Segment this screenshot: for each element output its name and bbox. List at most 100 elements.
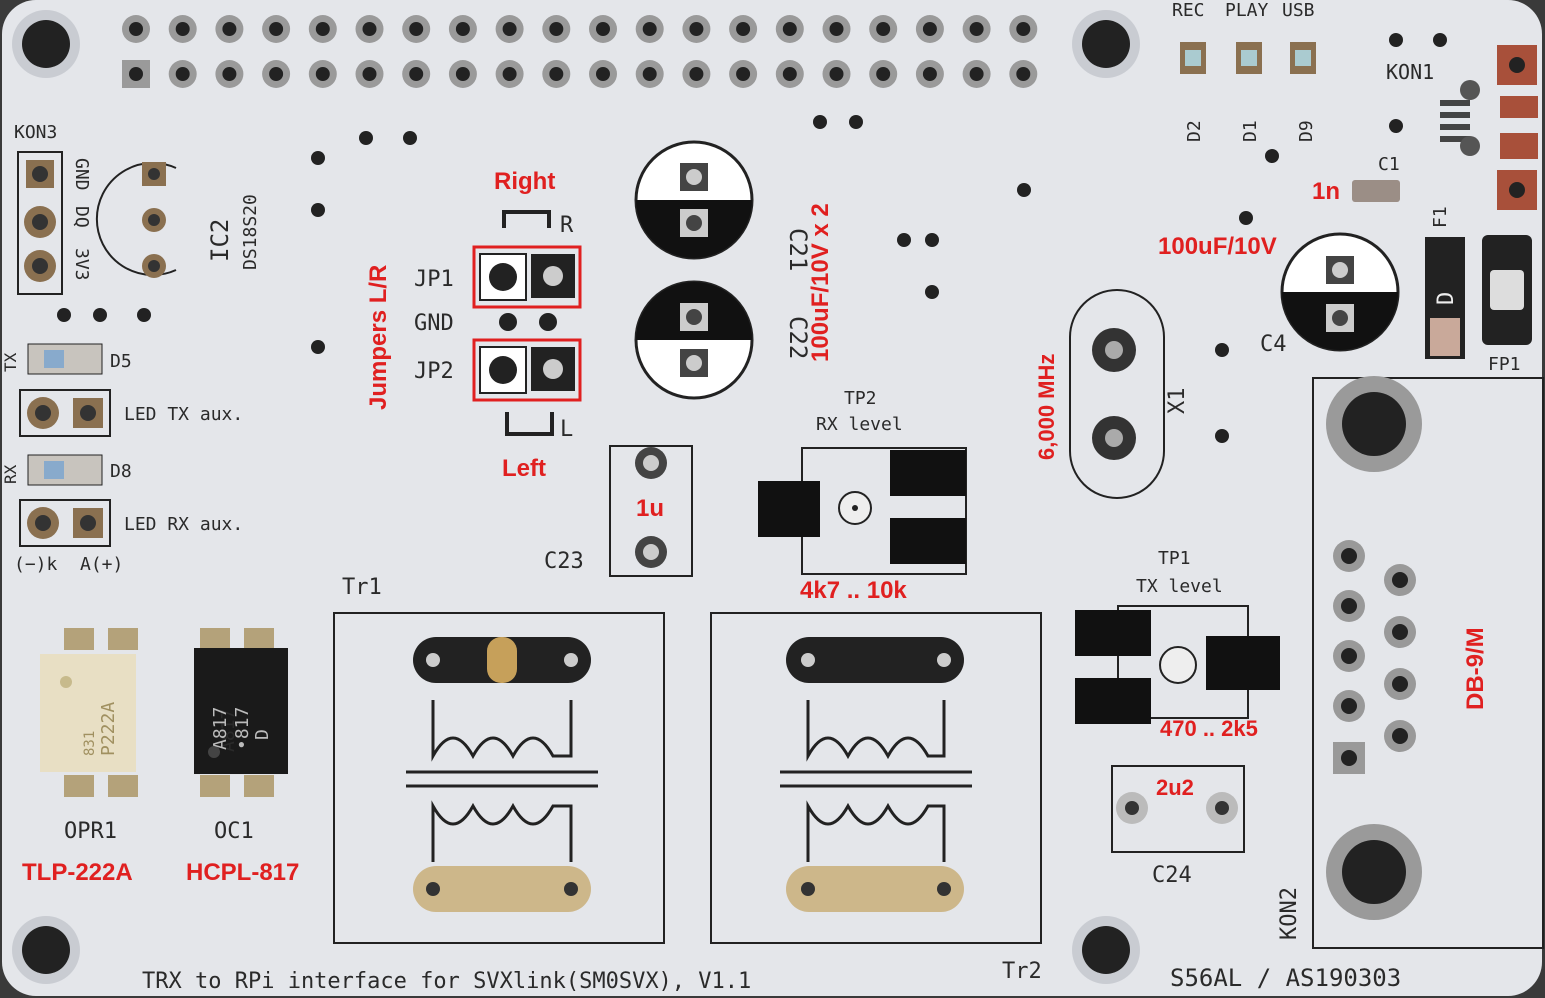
via — [359, 131, 373, 145]
c21-capacitor — [634, 140, 754, 260]
tp1-trimmer — [1075, 605, 1280, 724]
chip-oc1-a: A817 — [218, 709, 239, 752]
via — [1265, 149, 1279, 163]
silk-play: PLAY — [1225, 0, 1269, 21]
silk-rx-level: RX level — [816, 414, 903, 435]
silk-fp1: FP1 — [1488, 354, 1521, 375]
anno-tp1: 470 .. 2k5 — [1160, 716, 1258, 741]
silk-l-mark: L — [560, 417, 573, 442]
via — [137, 308, 151, 322]
anno-jumpers: Jumpers L/R — [365, 265, 392, 410]
anno-x1: 6,000 MHz — [1034, 354, 1059, 460]
anno-left: Left — [502, 455, 546, 482]
silk-tx-level: TX level — [1136, 576, 1223, 597]
c1-capacitor — [1352, 180, 1400, 202]
anno-tp2: 4k7 .. 10k — [800, 577, 907, 604]
silk-cathode: (−)k — [14, 554, 58, 575]
silk-c1: C1 — [1378, 154, 1400, 175]
via — [1215, 343, 1229, 357]
anno-c21-c22: 100uF/10V x 2 — [807, 203, 834, 362]
oc1-chip — [194, 628, 288, 797]
silk-rx: RX — [1, 464, 20, 484]
via — [925, 233, 939, 247]
anno-c4: 100uF/10V — [1158, 233, 1277, 260]
c4-capacitor — [1280, 232, 1400, 352]
silk-gnd-mid: GND — [414, 311, 454, 336]
silkscreen-text: REC PLAY USB D2 D1 D9 KON1 C1 F1 FP1 C4 … — [1, 0, 1521, 994]
via — [311, 203, 325, 217]
silk-tp1: TP1 — [1158, 548, 1191, 569]
silk-kon2: KON2 — [1277, 887, 1302, 940]
via — [1239, 211, 1253, 225]
via — [897, 233, 911, 247]
anno-c1: 1n — [1312, 178, 1340, 205]
mounting-holes — [12, 10, 1140, 984]
silk-kon3: KON3 — [14, 122, 57, 143]
via — [93, 308, 107, 322]
via — [311, 340, 325, 354]
silk-jp2: JP2 — [414, 359, 454, 384]
silk-f1: F1 — [1430, 206, 1451, 228]
silk-fuse-mark: D — [1434, 292, 1459, 305]
tp2-trimmer — [758, 447, 967, 575]
via — [1433, 33, 1447, 47]
silk-ic2: IC2 — [206, 219, 234, 262]
footer-title: TRX to RPi interface for SVXlink(SM0SVX)… — [142, 969, 751, 994]
via — [1017, 183, 1031, 197]
jumpers — [472, 210, 582, 436]
silk-usb: USB — [1282, 0, 1315, 21]
silk-tr2: Tr2 — [1002, 959, 1042, 984]
tr1-transformer — [333, 612, 665, 944]
silk-c24: C24 — [1152, 863, 1192, 888]
silk-jp1: JP1 — [414, 267, 454, 292]
c22-capacitor — [634, 280, 754, 400]
chip-opr-mark-b: P222A — [98, 702, 119, 756]
silk-anode: A(+) — [80, 554, 123, 575]
c23-capacitor — [609, 445, 693, 577]
silk-tp2: TP2 — [844, 388, 877, 409]
silk-rec: REC — [1172, 0, 1205, 21]
silk-c21: C21 — [784, 228, 812, 271]
led-d5-d8 — [19, 343, 111, 547]
status-leds — [1180, 42, 1316, 74]
gpio-header — [122, 15, 1038, 88]
via — [57, 308, 71, 322]
silk-dq: DQ — [71, 206, 92, 228]
tr2-transformer — [710, 612, 1042, 944]
via — [311, 151, 325, 165]
kon2-db9-connector — [1312, 376, 1544, 949]
ic2-sensor — [95, 162, 177, 278]
chip-oc1-mark-a: A817 — [210, 707, 231, 750]
silk-led-rx: LED RX aux. — [124, 514, 243, 535]
silk-led-tx: LED TX aux. — [124, 404, 243, 425]
anno-opr1: TLP-222A — [22, 859, 133, 886]
silk-c23: C23 — [544, 549, 584, 574]
chip-oc1-mark-b: •817 — [232, 707, 253, 750]
silk-d1: D1 — [1240, 120, 1261, 142]
anno-c23: 1u — [636, 495, 664, 522]
silk-opr1: OPR1 — [64, 819, 117, 844]
opr1-chip — [40, 628, 138, 797]
silk-d5: D5 — [110, 351, 132, 372]
silk-r-mark: R — [560, 213, 574, 238]
silk-tr1: Tr1 — [342, 575, 382, 600]
via — [849, 115, 863, 129]
silk-3v3: 3V3 — [71, 248, 92, 281]
silk-ds18s20: DS18S20 — [240, 194, 261, 270]
silk-d9: D9 — [1296, 120, 1317, 142]
via — [1389, 119, 1403, 133]
silk-kon1: KON1 — [1386, 60, 1434, 84]
via — [1389, 33, 1403, 47]
silk-c4: C4 — [1260, 332, 1287, 357]
via — [813, 115, 827, 129]
kon1-connector — [1440, 45, 1538, 210]
silk-tx: TX — [1, 352, 20, 372]
anno-oc1: HCPL-817 — [186, 859, 299, 886]
kon3-connector — [17, 151, 63, 295]
vias — [57, 33, 1447, 443]
silk-x1: X1 — [1165, 388, 1190, 415]
annotations: Right Left Jumpers L/R 100uF/10V x 2 100… — [22, 168, 1489, 886]
anno-c24: 2u2 — [1156, 775, 1194, 800]
silk-gnd: GND — [71, 158, 92, 191]
